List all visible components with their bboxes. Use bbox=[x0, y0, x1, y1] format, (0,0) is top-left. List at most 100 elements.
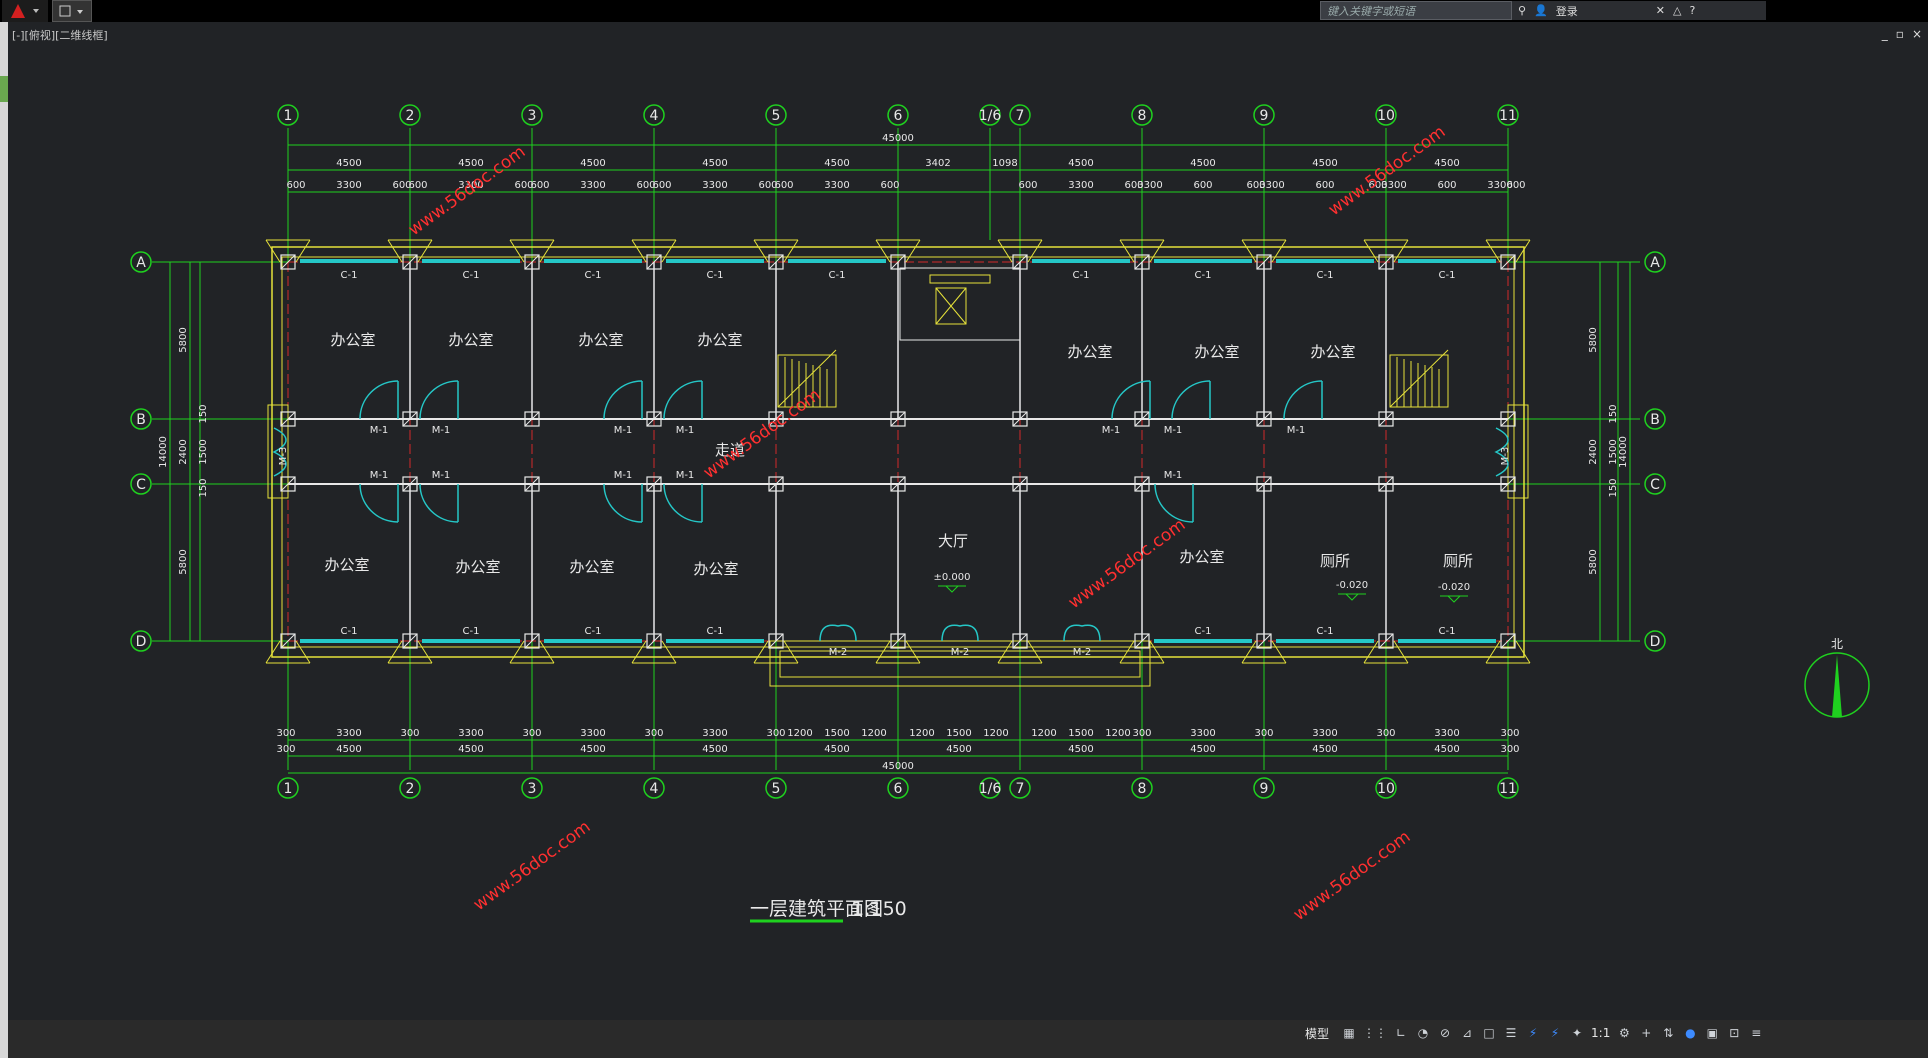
help-icon[interactable]: ? bbox=[1689, 4, 1696, 17]
info-center: ⚲ 👤 登录 ✕ △ ? bbox=[1512, 1, 1766, 20]
window-tag-bottom: C-1 bbox=[707, 626, 724, 637]
column-hatch bbox=[402, 254, 418, 270]
front-steps-inner bbox=[779, 650, 1141, 678]
structural-column bbox=[402, 411, 418, 427]
outer-wall bbox=[271, 246, 1525, 658]
minimize-button[interactable]: _ bbox=[1881, 27, 1888, 41]
scale-selector[interactable]: 1:1 bbox=[1591, 1026, 1611, 1040]
quick-access-toolbar-button[interactable] bbox=[52, 0, 92, 22]
isolate-objects-icon[interactable]: ● bbox=[1685, 1026, 1696, 1040]
window-top bbox=[788, 259, 886, 263]
units-icon[interactable]: ⇅ bbox=[1663, 1026, 1674, 1040]
dim-bottom-row1: 300 bbox=[1500, 728, 1519, 739]
axis-bubble-left-circle bbox=[130, 408, 152, 430]
dim-top-row2: 600 bbox=[1368, 180, 1387, 191]
dim-total-bottom-text: 45000 bbox=[882, 761, 914, 772]
search-input[interactable]: 键入关键字或短语 bbox=[1320, 1, 1512, 20]
close-button[interactable]: × bbox=[1911, 27, 1922, 41]
column-hatch bbox=[280, 254, 296, 270]
elevator-cross bbox=[935, 287, 967, 325]
hardware-acceleration-icon[interactable]: ▣ bbox=[1706, 1026, 1718, 1040]
window-top bbox=[1032, 259, 1130, 263]
dim-top-row2: 600 bbox=[758, 180, 777, 191]
window-tag-top: C-1 bbox=[1195, 270, 1212, 281]
axis-bubble-bottom: 8 bbox=[1138, 781, 1147, 797]
axis-bubble-top: 8 bbox=[1138, 108, 1147, 124]
door-swing bbox=[603, 380, 643, 420]
ortho-icon[interactable]: ∟ bbox=[1395, 1026, 1407, 1040]
application-menu-button[interactable] bbox=[2, 0, 48, 22]
clean-screen-icon[interactable]: ⊡ bbox=[1729, 1026, 1740, 1040]
column-footing bbox=[631, 640, 677, 664]
model-tab[interactable]: 模型 bbox=[1305, 1026, 1330, 1041]
osnap-icon[interactable]: ⊿ bbox=[1461, 1026, 1473, 1040]
grid-icon[interactable]: ▦ bbox=[1343, 1026, 1355, 1040]
dim-bottom-row1: 300 bbox=[766, 728, 785, 739]
axis-bubble-bottom: 2 bbox=[406, 781, 415, 797]
a360-icon[interactable]: △ bbox=[1672, 4, 1682, 17]
column-hatch bbox=[1134, 476, 1150, 492]
dim-bottom-row2: 4500 bbox=[824, 744, 849, 755]
column-footing bbox=[753, 640, 799, 664]
column-hatch bbox=[1378, 633, 1394, 649]
door-swing bbox=[663, 483, 703, 523]
drawing-title: 一层建筑平面图 bbox=[750, 898, 883, 920]
dim-top-row1: 4500 bbox=[458, 158, 483, 169]
window-top bbox=[666, 259, 764, 263]
door-swing bbox=[1283, 380, 1323, 420]
column-hatch bbox=[280, 476, 296, 492]
auto-scale-icon[interactable]: ⚡ bbox=[1550, 1026, 1560, 1040]
axis-bubble-bottom-circle bbox=[521, 777, 543, 799]
viewport-label[interactable]: [-][俯视][二维线框] bbox=[12, 29, 108, 42]
polar-icon[interactable]: ◔ bbox=[1417, 1026, 1429, 1040]
column-footing bbox=[265, 640, 311, 664]
axis-bubble-top-circle bbox=[1497, 104, 1519, 126]
login-button[interactable]: 登录 bbox=[1555, 4, 1578, 18]
dim-bottom-row2: 4500 bbox=[458, 744, 483, 755]
exchange-icon[interactable]: ✕ bbox=[1655, 4, 1665, 17]
annotation-scale-icon[interactable]: ✦ bbox=[1571, 1026, 1583, 1040]
column-hatch bbox=[524, 411, 540, 427]
column-hatch bbox=[402, 411, 418, 427]
axis-bubble-extra-bottom-circle bbox=[979, 777, 1001, 799]
lineweight-icon[interactable]: ☰ bbox=[1505, 1026, 1517, 1040]
room-label-bottom: 办公室 bbox=[1179, 548, 1224, 566]
gear-icon[interactable]: ⚙ bbox=[1618, 1026, 1630, 1040]
door-swing bbox=[1171, 380, 1211, 420]
structural-column bbox=[1134, 411, 1150, 427]
selection-cycling-icon[interactable]: □ bbox=[1483, 1026, 1495, 1040]
annotation-visibility-icon[interactable]: ⚡ bbox=[1528, 1026, 1538, 1040]
dim-top-row2: 600 bbox=[636, 180, 655, 191]
column-hatch bbox=[1134, 633, 1150, 649]
window-tag-top: C-1 bbox=[1317, 270, 1334, 281]
axis-bubble-right-circle bbox=[1644, 630, 1666, 652]
window-bottom bbox=[300, 639, 398, 643]
binoculars-icon[interactable]: ⚲ bbox=[1518, 4, 1527, 17]
structural-column bbox=[402, 254, 418, 270]
structural-column bbox=[1500, 633, 1516, 649]
side-door bbox=[272, 427, 287, 477]
door-swing bbox=[1154, 483, 1194, 523]
plus-icon[interactable]: + bbox=[1641, 1026, 1652, 1040]
column-footing bbox=[265, 239, 311, 263]
axis-bubble-top: 3 bbox=[528, 108, 537, 124]
stair-break-line bbox=[777, 349, 837, 408]
snap-icon[interactable]: ⋮⋮ bbox=[1363, 1026, 1388, 1040]
dim-top-row2: 600 bbox=[1193, 180, 1212, 191]
structural-column bbox=[646, 633, 662, 649]
customize-icon[interactable]: ≡ bbox=[1751, 1026, 1762, 1040]
dim-top-row1: 4500 bbox=[824, 158, 849, 169]
structural-column bbox=[280, 411, 296, 427]
palette-tab[interactable] bbox=[0, 76, 8, 102]
axis-bubble-bottom: 5 bbox=[772, 781, 781, 797]
window-tag-top: C-1 bbox=[707, 270, 724, 281]
axis-bubble-bottom: 6 bbox=[894, 781, 903, 797]
isometric-icon[interactable]: ⊘ bbox=[1439, 1026, 1451, 1040]
door-tag-m1: M-1 bbox=[614, 470, 633, 481]
window-bottom bbox=[666, 639, 764, 643]
column-hatch bbox=[1256, 476, 1272, 492]
restore-button[interactable]: ▫ bbox=[1895, 27, 1904, 41]
column-footing bbox=[1241, 239, 1287, 263]
